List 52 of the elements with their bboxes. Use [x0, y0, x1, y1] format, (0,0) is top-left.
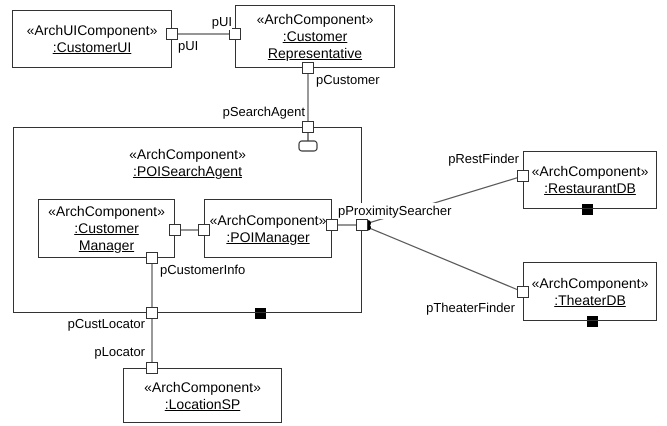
port-square [302, 62, 314, 74]
stereotype-label: «ArchComponent» [48, 203, 165, 220]
port-square [169, 224, 181, 236]
stereotype-label: «ArchUIComponent» [26, 22, 158, 39]
component-box [38, 199, 175, 258]
instance-name: :LocationSP [164, 396, 242, 412]
stereotype-label: «ArchComponent» [532, 274, 648, 292]
port-label: pCustomerInfo [160, 262, 246, 278]
instance-name: :POIManager [225, 228, 311, 246]
port-square [146, 252, 158, 264]
port-label: pCustLocator [68, 316, 145, 332]
port-square [326, 219, 338, 231]
instance-name: :Customer Manager [73, 220, 140, 254]
port-label: pCustomer [316, 72, 380, 88]
port-square [146, 362, 158, 374]
connector-line [151, 264, 153, 307]
stereotype-label: «ArchComponent» [532, 163, 648, 180]
instance-name: :RestaurantDB [543, 180, 637, 197]
component-box [235, 5, 395, 68]
connector-line [181, 229, 198, 231]
stereotype-label: «ArchComponent» [144, 378, 261, 396]
port-label: pSearchAgent [222, 104, 305, 120]
port-label: pProximitySearcher [338, 203, 452, 219]
port-square [517, 170, 529, 182]
port-square [198, 224, 210, 236]
port-square [229, 28, 241, 40]
port-square [302, 121, 314, 133]
connector-line [338, 224, 356, 226]
component-box [523, 151, 657, 209]
port-label: pLocator [94, 344, 145, 360]
component-box [123, 368, 282, 423]
port-label: pRestFinder [448, 151, 519, 167]
stereotype-label: «ArchComponent» [129, 146, 246, 163]
component-box [204, 199, 332, 258]
stereotype-label: «ArchComponent» [256, 11, 374, 28]
instance-name: :TheaterDB [553, 292, 627, 308]
port-label: pUI [178, 38, 198, 54]
connector-line [307, 74, 309, 121]
connector-line [178, 33, 229, 35]
port-square [517, 286, 529, 298]
port-square [146, 307, 158, 319]
port-label: pTheaterFinder [426, 300, 515, 316]
instance-name: :Customer Representative [266, 28, 364, 62]
instance-name: :POISearchAgent [132, 163, 243, 180]
port-square [166, 28, 178, 40]
connector-line [151, 319, 153, 362]
component-box [523, 262, 657, 321]
port-square [356, 219, 368, 231]
component-box [12, 10, 172, 68]
port-label: pUI [212, 14, 232, 30]
stereotype-label: «ArchComponent» [210, 212, 326, 228]
instance-name: :CustomerUI [52, 39, 132, 56]
